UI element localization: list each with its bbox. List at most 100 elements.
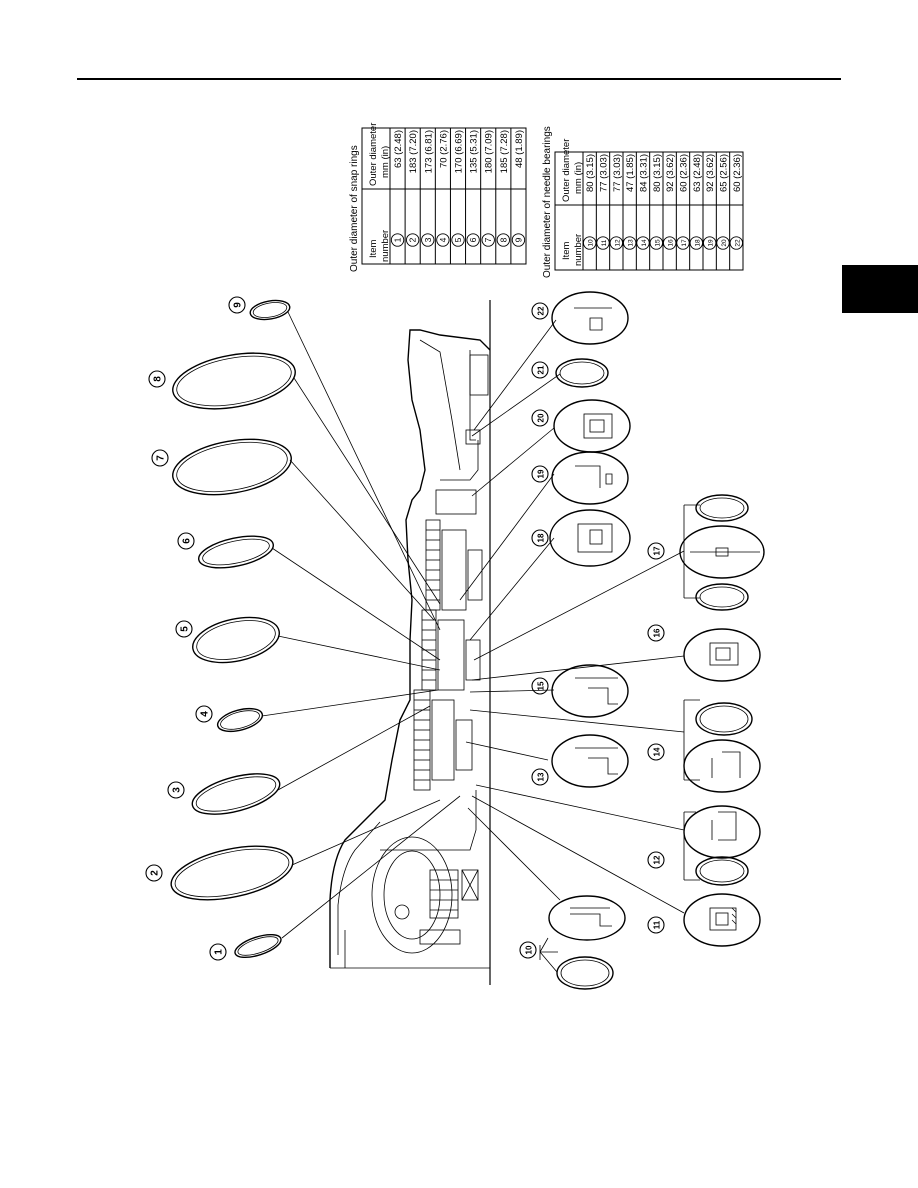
callout-circle [228,296,246,314]
callout-5: 5 [175,620,193,638]
differential-assembly [371,790,479,954]
item-number: 4 [438,237,448,242]
callout-22: 22 [531,302,549,320]
bearing-detail-20 [553,399,631,453]
item-number: 1 [393,237,403,242]
callout-11: 11 [647,916,665,934]
outer-diameter-value: 185 (7.28) [499,130,510,173]
callout-15: 15 [531,677,549,695]
callout-circle [647,743,665,761]
callout-number: 4 [200,711,211,717]
callout-14: 14 [647,743,665,761]
snap-ring-drawings [170,299,296,959]
bearing-detail-16 [683,628,761,682]
needle-header-item-line2: number [573,234,584,266]
clutch-gear-cluster [413,339,489,791]
item-number: 13 [628,239,635,247]
item-number-circle [436,233,450,247]
callout-number: 2 [150,870,161,876]
callout-circle [175,620,193,638]
leader-lines [261,311,685,939]
callout-19: 19 [531,465,549,483]
snap-ring-6 [198,535,274,569]
snap-ring-5 [192,616,280,664]
callout-circle [167,781,185,799]
needle-bearings-table: Outer diameter of needle bearings 10 80 (… [542,126,744,278]
outer-diameter-value: 173 (6.81) [423,130,434,173]
item-number-circle [451,233,465,247]
snap-header-diameter-line2: mm (in) [380,146,391,178]
bearing-detail-14 [683,699,761,793]
item-number-circle [421,233,435,247]
outer-diameter-value: 63 (2.48) [692,154,703,192]
callout-circle [647,624,665,642]
outer-diameter-value: 60 (2.36) [732,154,743,192]
outer-diameter-value: 135 (5.31) [469,130,480,173]
outer-diameter-value: 47 (1.85) [625,154,636,192]
item-number: 12 [614,239,621,247]
callout-number: 16 [653,628,662,637]
snap-ring-2 [170,845,294,901]
callout-17: 17 [647,542,665,560]
item-number-circle [390,233,405,247]
callout-circle [531,529,549,547]
callout-7: 7 [151,449,169,467]
outer-diameter-value: 77 (3.03) [612,154,623,192]
item-number: 9 [513,237,523,242]
item-number: 22 [734,239,741,247]
item-number-circle [481,233,495,247]
item-number: 2 [408,237,418,242]
item-number: 7 [483,237,493,242]
callout-circle [195,705,213,723]
item-number: 18 [694,239,701,247]
outer-diameter-value: 60 (2.36) [679,154,690,192]
callout-circle [531,677,549,695]
callout-circle [209,943,227,961]
needle-bearing-details [539,291,765,990]
transmission-assembly [329,300,491,985]
callout-number: 15 [537,681,546,690]
snap-ring-1 [234,933,282,959]
section-tab-marker [842,265,918,313]
callout-number: 17 [653,546,662,555]
item-number: 19 [708,239,715,247]
item-number: 8 [498,237,508,242]
callout-number: 8 [153,376,164,382]
callout-circle [519,941,537,959]
needle-header-diameter-line2: mm (in) [573,162,584,194]
callout-circle [647,851,665,869]
callout-circle [151,449,169,467]
snap-ring-3 [191,773,281,815]
item-number: 5 [453,237,463,242]
callout-12: 12 [647,851,665,869]
item-number-circle [511,233,526,247]
callout-number: 5 [180,626,191,632]
snap-rings-table: Outer diameter of snap rings 163 (2.48)2… [349,123,527,272]
needle-bearings-table-title: Outer diameter of needle bearings [542,126,553,278]
callout-number: 14 [653,747,662,756]
bearing-detail-17 [679,494,765,611]
callout-number: 22 [537,306,546,315]
callout-10: 10 [519,941,537,959]
item-number-circle [496,233,510,247]
outer-diameter-value: 80 (3.15) [585,154,596,192]
bearing-detail-13 [551,734,629,788]
callout-number: 9 [233,302,244,308]
outer-diameter-value: 65 (2.56) [719,154,730,192]
callout-20: 20 [531,409,549,427]
callout-number: 1 [214,949,225,955]
callout-number: 19 [537,469,546,478]
item-number: 3 [423,237,433,242]
callout-6: 6 [177,532,195,550]
callout-number: 18 [537,533,546,542]
callout-16: 16 [647,624,665,642]
callout-2: 2 [145,864,163,882]
outer-diameter-value: 183 (7.20) [408,130,419,173]
callout-circle [531,302,549,320]
item-number: 10 [588,239,595,247]
outer-diameter-value: 80 (3.15) [652,154,663,192]
item-number: 17 [681,239,688,247]
snap-ring-4 [216,707,264,733]
bearing-detail-21 [555,358,609,388]
callout-circle [531,361,549,379]
